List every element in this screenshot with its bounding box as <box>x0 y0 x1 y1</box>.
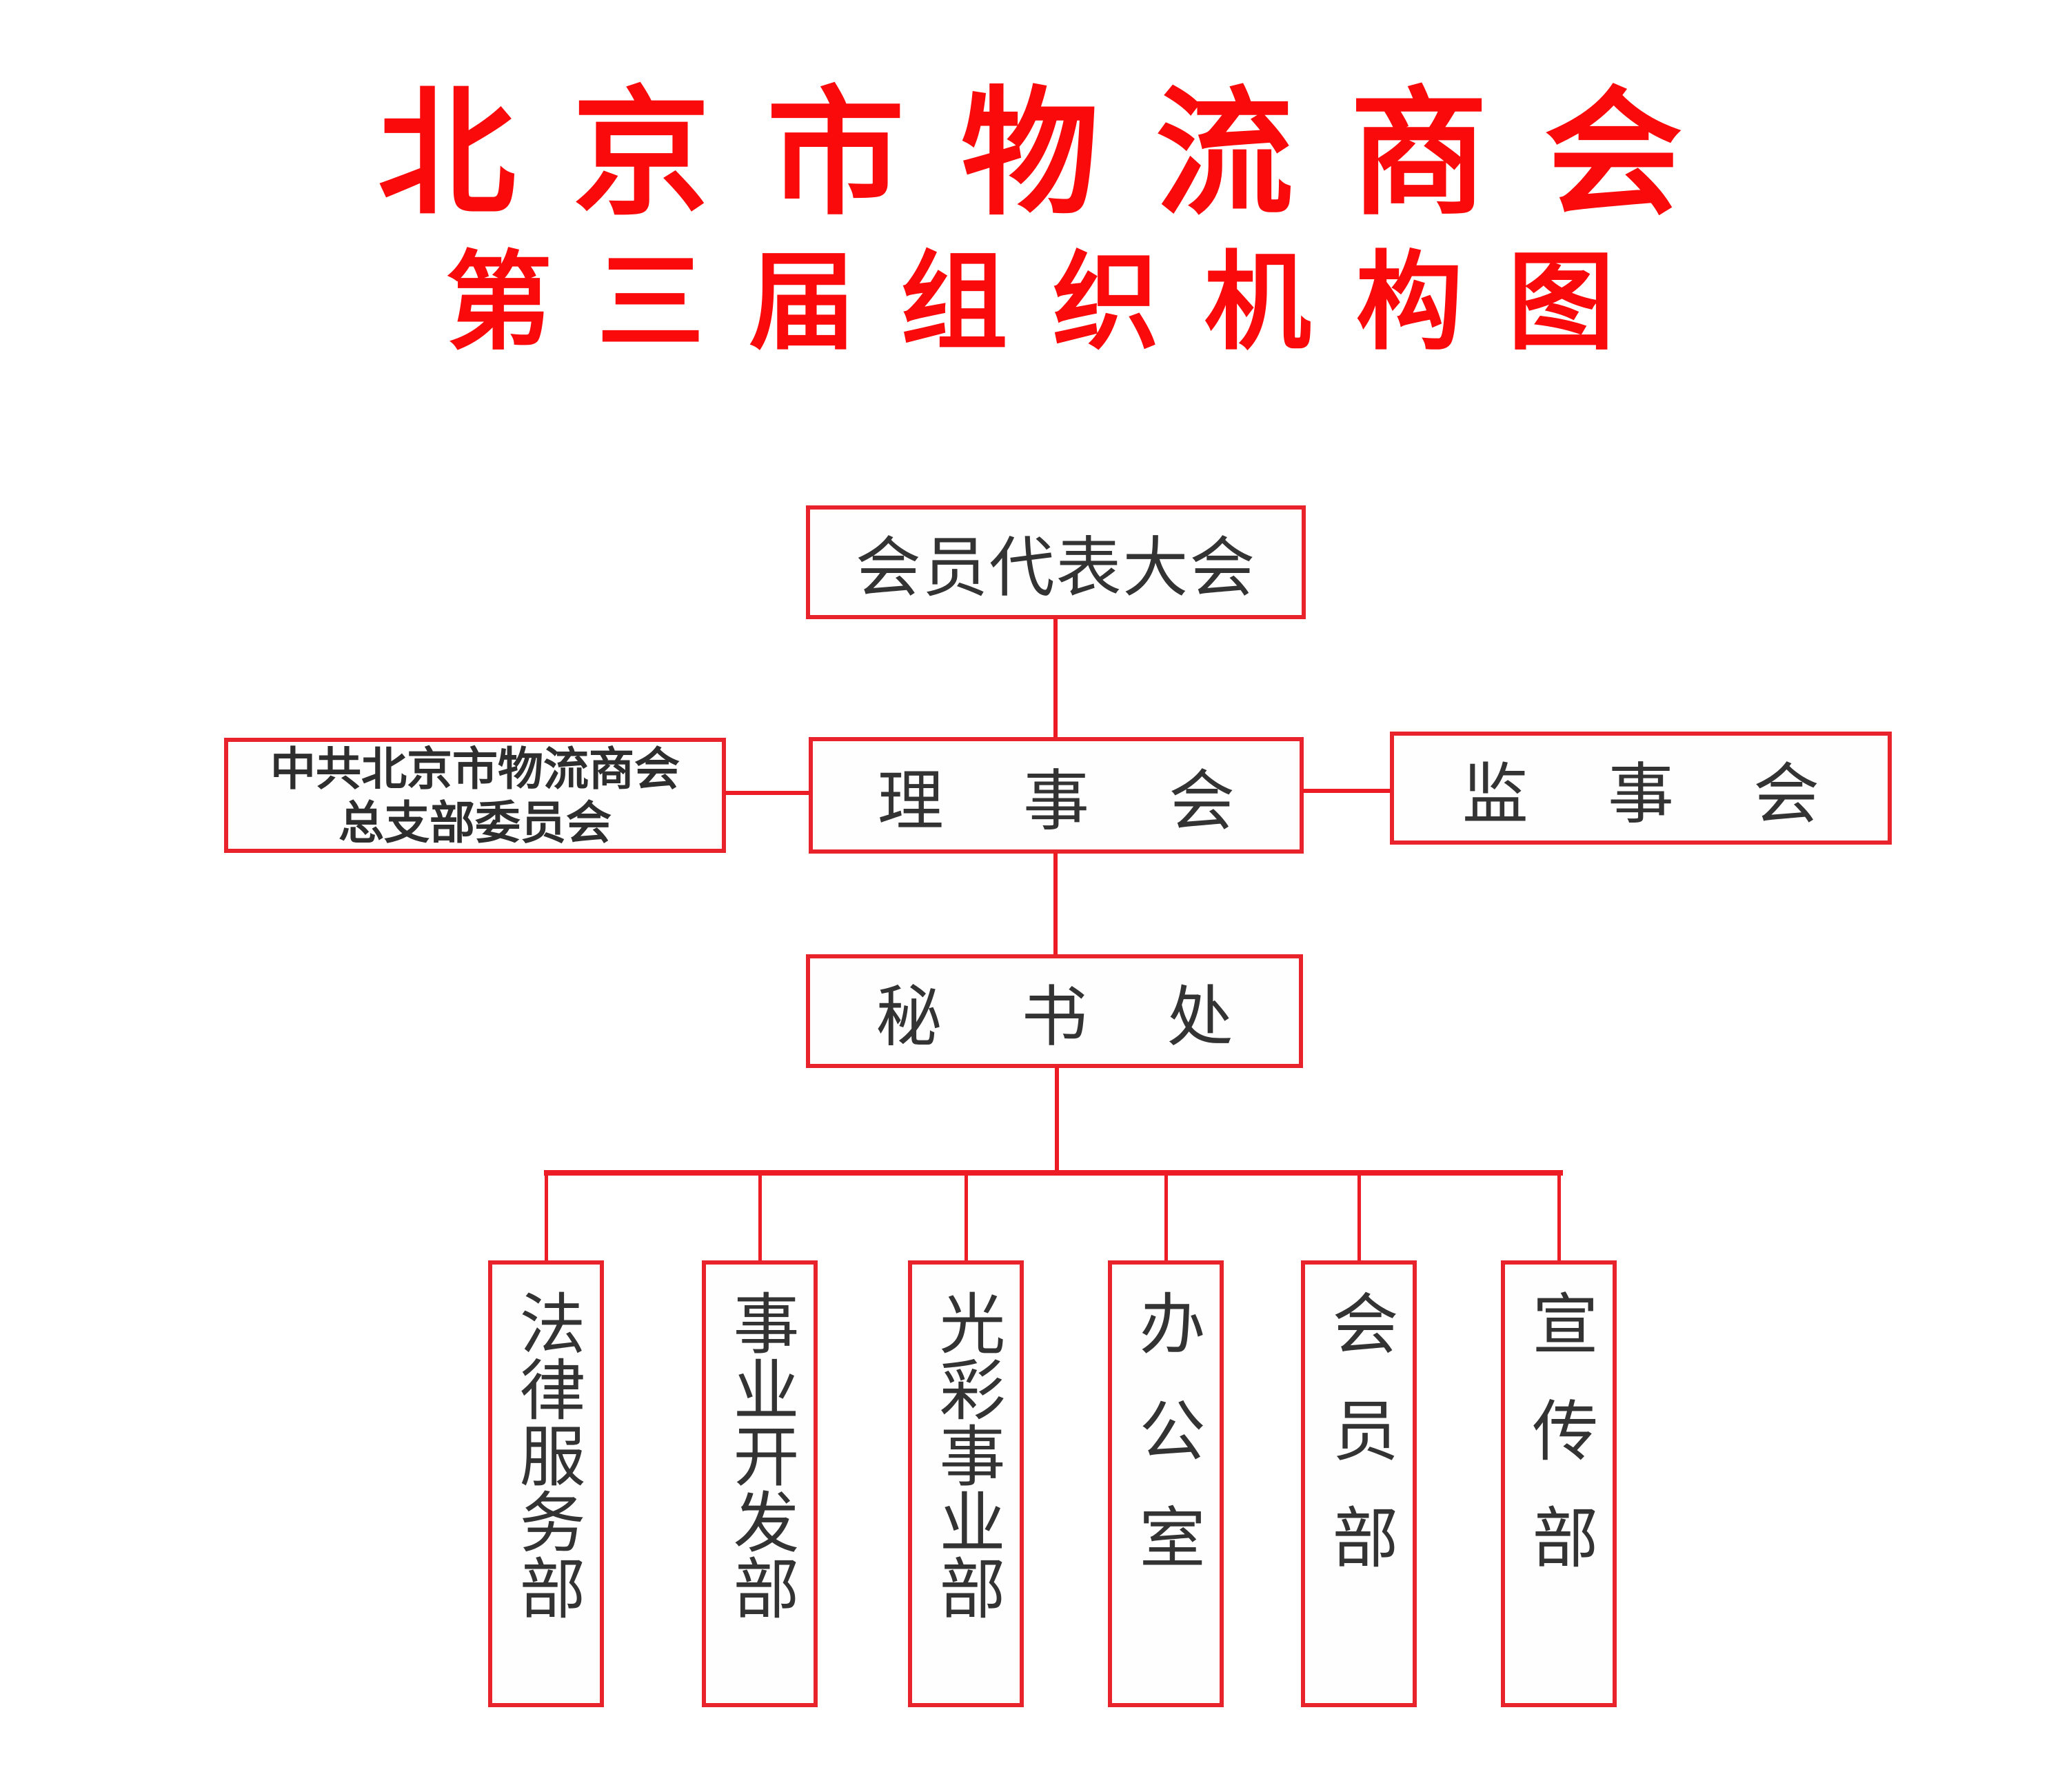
node-council-label: 理事会 <box>877 765 1315 838</box>
node-dept-office-label: 办公室 <box>1129 1289 1203 1610</box>
chart-subtitle: 第三届组织机构图 <box>0 243 2060 362</box>
node-dept-legal-service-label: 法律服务部 <box>509 1289 583 1620</box>
node-party-committee: 中共北京市物流商会 总支部委员会 <box>224 738 726 853</box>
connector-party-council <box>725 791 810 795</box>
node-dept-business-development: 事业开发部 <box>702 1260 818 1707</box>
node-supervisors-label: 监事会 <box>1462 757 1899 832</box>
node-dept-membership-label: 会员部 <box>1322 1289 1396 1610</box>
node-secretariat: 秘书处 <box>806 954 1303 1068</box>
chart-title: 北京市物流商会 <box>0 81 2060 226</box>
node-supervisors: 监事会 <box>1390 732 1892 845</box>
chart-subtitle-text: 第三届组织机构图 <box>445 243 1659 362</box>
node-member-assembly: 会员代表大会 <box>806 505 1306 619</box>
connector-drop-guangcai <box>965 1174 968 1262</box>
connector-assembly-council <box>1053 618 1058 738</box>
node-party-committee-label: 中共北京市物流商会 总支部委员会 <box>270 742 680 849</box>
connector-council-supervisors <box>1302 789 1391 793</box>
node-member-assembly-label: 会员代表大会 <box>855 532 1257 605</box>
node-dept-membership: 会员部 <box>1301 1260 1417 1707</box>
connector-drop-office <box>1164 1174 1168 1262</box>
connector-drop-membership <box>1357 1174 1361 1262</box>
party-committee-line2: 总支部委员会 <box>339 796 612 848</box>
connector-secretariat-departments <box>1055 1067 1059 1172</box>
node-dept-publicity: 宣传部 <box>1501 1260 1617 1707</box>
node-council: 理事会 <box>809 737 1304 854</box>
connector-drop-legal <box>545 1174 548 1262</box>
connector-distribution-bar <box>544 1170 1563 1176</box>
node-dept-business-development-label: 事业开发部 <box>723 1289 797 1620</box>
node-dept-publicity-label: 宣传部 <box>1522 1289 1596 1610</box>
connector-council-secretariat <box>1053 852 1058 956</box>
node-dept-legal-service: 法律服务部 <box>488 1260 604 1707</box>
node-dept-guangcai-cause: 光彩事业部 <box>908 1260 1024 1707</box>
node-dept-guangcai-cause-label: 光彩事业部 <box>929 1289 1003 1620</box>
node-dept-office: 办公室 <box>1108 1260 1224 1707</box>
node-secretariat-label: 秘书处 <box>876 980 1313 1054</box>
party-committee-line1: 中共北京市物流商会 <box>270 743 680 794</box>
chart-title-text: 北京市物流商会 <box>377 72 1739 234</box>
connector-drop-business-dev <box>758 1174 762 1262</box>
connector-drop-publicity <box>1557 1174 1561 1262</box>
